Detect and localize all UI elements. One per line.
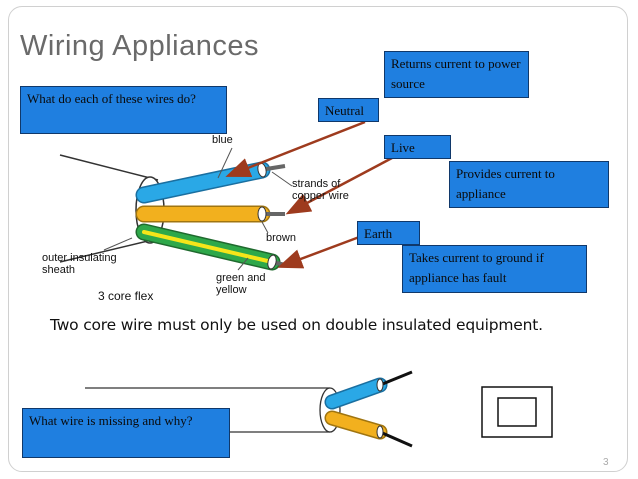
brown-label: brown (266, 232, 296, 244)
slide-frame (8, 6, 628, 472)
two-core-cable (85, 370, 413, 448)
returns-current-box: Returns current to power source (384, 51, 529, 98)
provides-current-box: Provides current to appliance (449, 161, 609, 208)
flex-label: 3 core flex (98, 289, 154, 303)
double-insulation-symbol-icon (481, 386, 553, 438)
earth-wire (135, 223, 291, 271)
live-box: Live (384, 135, 451, 159)
green-yellow-label: green and yellow (216, 272, 266, 296)
question-missing-box: What wire is missing and why? (22, 408, 230, 458)
double-insulation-statement: Two core wire must only be used on doubl… (50, 316, 543, 334)
slide-title: Wiring Appliances (20, 30, 259, 62)
sheath-label: outer insulating sheath (42, 252, 117, 276)
earth-box: Earth (357, 221, 420, 245)
neutral-arrow (225, 120, 366, 177)
neutral-box: Neutral (318, 98, 379, 122)
strands-label: strands of copper wire (292, 178, 349, 202)
blue-label: blue (212, 134, 233, 146)
takes-current-box: Takes current to ground if appliance has… (402, 245, 587, 293)
question-wires-box: What do each of these wires do? (20, 86, 227, 134)
brown-wire (135, 205, 285, 223)
blue-wire (135, 161, 286, 204)
live-arrow (285, 156, 393, 215)
earth-arrow (277, 234, 363, 269)
page-number: 3 (603, 457, 609, 468)
